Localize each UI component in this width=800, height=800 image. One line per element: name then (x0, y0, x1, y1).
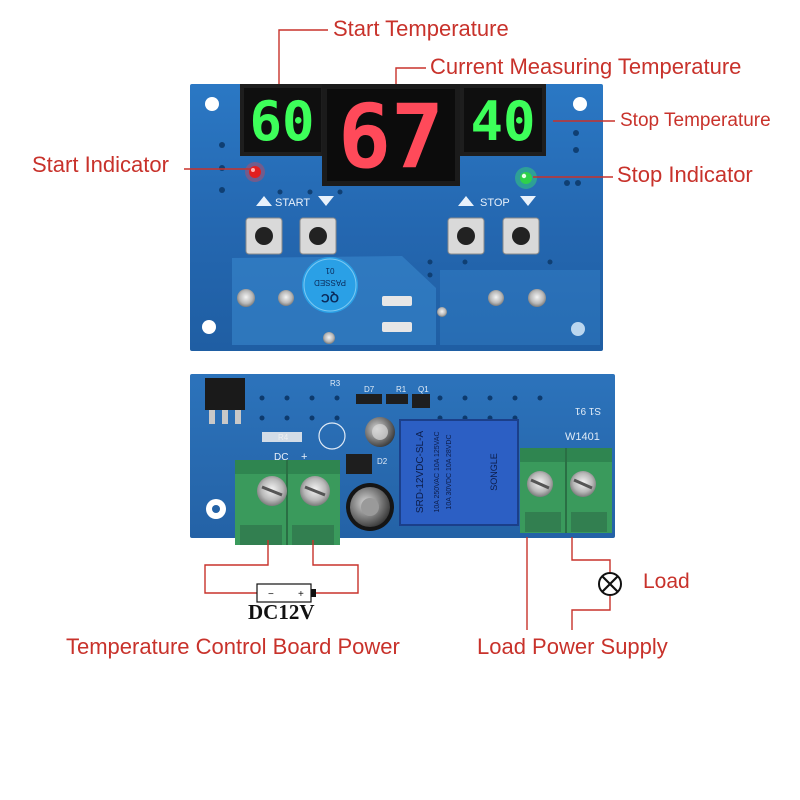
smd-component (386, 394, 408, 404)
pcb-region (440, 270, 600, 345)
mount-hole (202, 320, 216, 334)
board-model: W1401 (565, 431, 600, 443)
relay-rating-dc: 10A 30VDC 10A 28VDC (446, 434, 453, 509)
load-terminal-screw[interactable] (570, 471, 596, 497)
board-power-label: Temperature Control Board Power (66, 634, 400, 659)
silk-d7: D7 (364, 385, 375, 394)
silk-q1: Q1 (418, 385, 429, 394)
qc-text: QC (321, 291, 339, 305)
relay-brand: SONGLE (489, 453, 499, 491)
current-temp-display: 67 (322, 84, 460, 188)
down-triangle-icon (318, 196, 334, 206)
stop-down-button[interactable] (502, 217, 540, 255)
start-temp-display: 60 (240, 84, 325, 156)
dc12v-label: DC12V (248, 600, 315, 624)
stop-up-button[interactable] (447, 217, 485, 255)
resistor (382, 296, 412, 306)
large-capacitor (346, 483, 394, 531)
solder-pads (237, 289, 546, 344)
mount-hole (205, 97, 219, 111)
load-icon (598, 572, 622, 596)
mount-hole (573, 97, 587, 111)
voltage-regulator (205, 378, 245, 424)
down-triangle-icon (520, 196, 536, 206)
battery-minus: − (268, 589, 274, 600)
cap-outline (318, 422, 346, 450)
start-temperature-label: Start Temperature (333, 16, 509, 41)
load-power-supply-label: Load Power Supply (477, 634, 668, 659)
dc-terminal-block (235, 460, 340, 545)
mount-hole (212, 505, 220, 513)
current-temp-digits: 67 (338, 85, 444, 188)
up-triangle-icon (256, 196, 272, 206)
dc-terminal-screw[interactable] (300, 476, 330, 506)
start-indicator-label: Start Indicator (32, 152, 169, 177)
start-up-button[interactable] (245, 217, 283, 255)
qc-passed-text: PASSED (314, 278, 346, 287)
relay-rating-ac: 10A 250VAC 10A 125VAC (434, 431, 441, 512)
relay: SRD-12VDC-SL-A 10A 250VAC 10A 125VAC 10A… (399, 419, 519, 526)
up-triangle-icon (458, 196, 474, 206)
leader-lines (184, 29, 615, 630)
plus-silk-label: + (301, 451, 307, 463)
stop-temp-digits: 40 (470, 90, 535, 153)
qc-sticker: QC PASSED 01 (302, 257, 358, 313)
silk-r1: R1 (396, 385, 407, 394)
stop-temperature-label: Stop Temperature (620, 110, 771, 131)
smd-component (346, 454, 372, 474)
start-indicator-led (245, 162, 265, 182)
smd-component (412, 394, 430, 408)
start-button-label: START (275, 197, 310, 209)
battery-plus: + (298, 589, 304, 600)
stop-indicator-led (515, 167, 537, 189)
stop-indicator-label: Stop Indicator (617, 162, 753, 187)
dc-silk-label: DC (274, 452, 288, 463)
smd-component (262, 432, 302, 442)
silk-d2: D2 (377, 457, 388, 466)
start-down-button[interactable] (299, 217, 337, 255)
current-temperature-label: Current Measuring Temperature (430, 54, 742, 79)
dc-terminal-screw[interactable] (257, 476, 287, 506)
stop-temp-display: 40 (460, 84, 546, 156)
resistor (382, 322, 412, 332)
start-temp-digits: 60 (249, 90, 314, 153)
relay-model: SRD-12VDC-SL-A (415, 431, 426, 514)
silk-r3: R3 (330, 379, 341, 388)
mount-hole (571, 322, 585, 336)
battery-icon: − + (256, 583, 316, 603)
small-capacitor (365, 417, 395, 447)
stop-button-label: STOP (480, 197, 510, 209)
load-terminal-screw[interactable] (527, 471, 553, 497)
load-label: Load (643, 570, 690, 593)
qc-number-text: 01 (325, 266, 334, 275)
silk-s1: S1 91 (574, 405, 601, 416)
smd-component (356, 394, 382, 404)
